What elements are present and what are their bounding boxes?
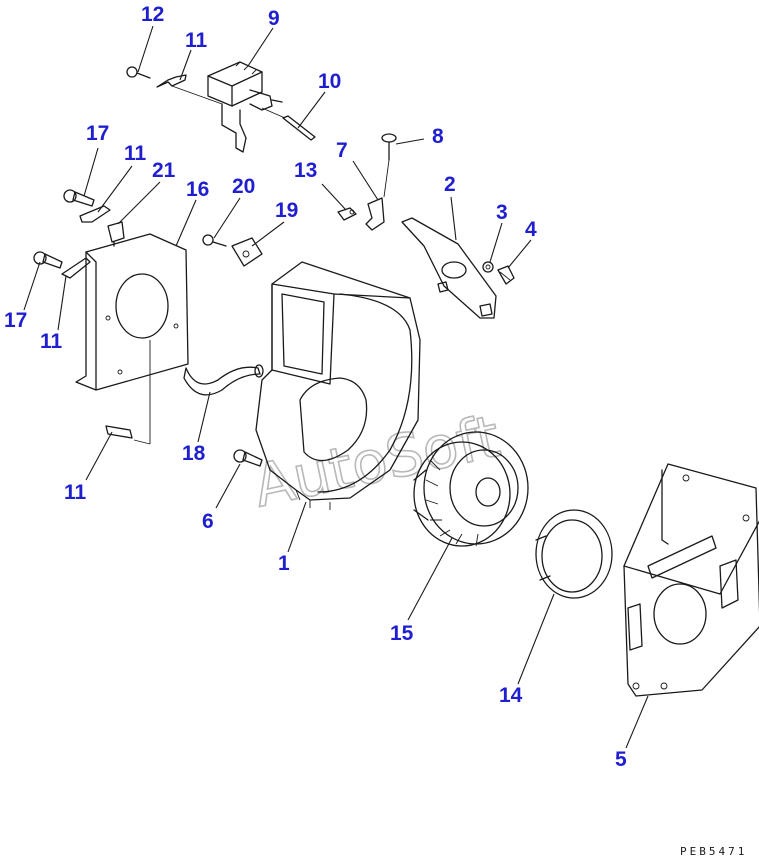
- callout-21: 21: [152, 159, 176, 182]
- callout-20: 20: [232, 175, 255, 198]
- clip-11-middle: [79, 205, 111, 223]
- screw-12: [126, 66, 151, 79]
- resistor-9: [207, 61, 283, 153]
- callout-14: 14: [499, 684, 523, 707]
- callout-11-left: 11: [40, 330, 63, 353]
- callout-7: 7: [336, 139, 348, 162]
- blower-case-1: [255, 261, 421, 510]
- plate-2: [401, 217, 497, 319]
- leader-4: [507, 239, 532, 269]
- leader-9: [247, 27, 274, 67]
- rivet-8: [381, 133, 397, 198]
- hose-18: [183, 364, 264, 396]
- clip-11-bottom: [105, 425, 133, 439]
- leader-6: [215, 463, 241, 509]
- callout-8: 8: [432, 125, 444, 148]
- leader-20: [213, 197, 241, 239]
- leader-16: [175, 199, 197, 247]
- nut-3: [482, 261, 494, 273]
- watermark: AutoSoft: [248, 402, 506, 520]
- blower-fan-15: [413, 431, 529, 547]
- leader-11-top: [179, 49, 192, 81]
- callout-19: 19: [275, 199, 298, 222]
- leader-18: [197, 391, 211, 443]
- callout-2: 2: [444, 173, 456, 196]
- callout-12: 12: [141, 3, 164, 26]
- callout-9: 9: [268, 7, 280, 30]
- callout-10: 10: [318, 70, 341, 93]
- callout-3: 3: [496, 201, 508, 224]
- leader-3: [489, 222, 503, 263]
- callout-16: 16: [186, 178, 209, 201]
- cover-16: [75, 233, 189, 445]
- bracket-19: [231, 237, 263, 267]
- callout-6: 6: [202, 510, 214, 533]
- leader-21: [117, 181, 161, 225]
- pin-10: [261, 107, 316, 141]
- bolt-17-upper: [63, 189, 95, 207]
- leader-13: [321, 183, 347, 211]
- clip-11-top: [156, 74, 223, 105]
- leader-2: [450, 196, 457, 241]
- leader-7: [352, 160, 379, 201]
- callout-17-upper: 17: [86, 122, 109, 145]
- callout-13: 13: [294, 159, 317, 182]
- leader-5: [625, 695, 649, 749]
- callout-11-mid: 11: [124, 142, 147, 165]
- callout-11-bottom: 11: [64, 481, 87, 504]
- leader-17-lower: [23, 261, 41, 311]
- leader-14: [517, 593, 555, 685]
- leader-11-bottom: [85, 431, 113, 481]
- leader-15: [407, 537, 453, 621]
- leader-17-upper: [83, 147, 99, 197]
- leader-19: [251, 221, 285, 247]
- grommet-4: [497, 265, 515, 285]
- callout-1: 1: [278, 552, 290, 575]
- leader-8: [395, 138, 425, 145]
- bracket-7: [365, 197, 385, 231]
- drawing-code: PEB5471: [680, 845, 747, 858]
- screw-20: [202, 234, 227, 247]
- clip-11-left: [61, 257, 91, 279]
- callout-5: 5: [615, 748, 627, 771]
- clip-13: [337, 207, 357, 221]
- callout-17-lower: 17: [4, 309, 27, 332]
- leader-1: [287, 501, 307, 553]
- callout-4: 4: [525, 218, 537, 241]
- leader-11-mid: [97, 165, 133, 213]
- ring-14: [535, 509, 613, 599]
- cover-5: [623, 463, 759, 697]
- leader-11-left: [57, 275, 67, 331]
- leader-10: [297, 91, 326, 129]
- callout-11-top: 11: [185, 29, 208, 52]
- leader-12: [137, 25, 154, 73]
- bolt-17-lower: [33, 251, 63, 269]
- callout-18: 18: [182, 442, 206, 465]
- bolt-6: [233, 449, 263, 467]
- callout-15: 15: [390, 622, 414, 645]
